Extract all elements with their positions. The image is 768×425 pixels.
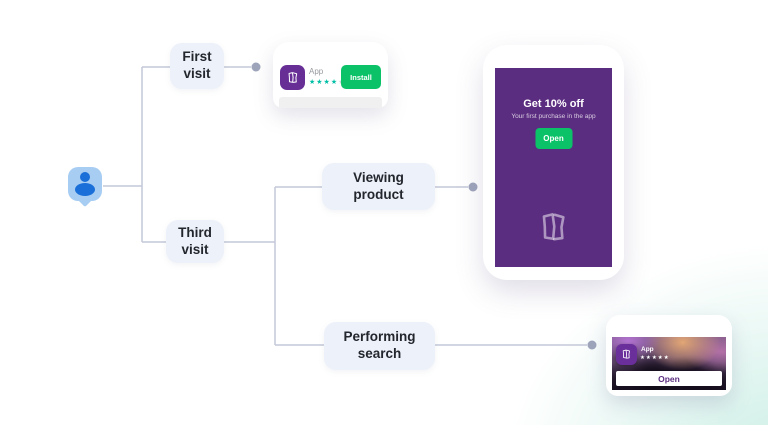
node-performing-search: Performing search bbox=[324, 322, 435, 370]
person-body-icon bbox=[75, 183, 95, 196]
rating-stars: ★★★★★ bbox=[640, 355, 670, 361]
install-banner-card: App ★★★★★ Install bbox=[273, 42, 388, 108]
concert-photo: App ★★★★★ Open bbox=[612, 337, 726, 390]
search-result-phone: App ★★★★★ Open bbox=[606, 315, 732, 396]
banner-content-placeholder bbox=[279, 97, 382, 108]
app-name-label: App bbox=[309, 67, 324, 76]
node-viewing-product: Viewing product bbox=[322, 163, 435, 210]
offer-title: Get 10% off bbox=[523, 98, 584, 110]
stars-active: ★★★★ bbox=[309, 79, 339, 86]
app-icon bbox=[280, 65, 305, 90]
app-name-label: App bbox=[641, 346, 654, 353]
person-head-icon bbox=[80, 172, 90, 182]
app-icon bbox=[616, 344, 637, 365]
offer-screen: Get 10% off Your first purchase in the a… bbox=[495, 68, 612, 267]
rating-stars: ★★★★★ bbox=[309, 78, 345, 86]
tickets-icon bbox=[542, 213, 565, 241]
connector-dot-offer bbox=[468, 182, 478, 192]
user-icon bbox=[68, 167, 102, 208]
node-third-visit: Third visit bbox=[166, 220, 224, 263]
node-first-visit: First visit bbox=[170, 43, 224, 89]
connector-dot-install bbox=[251, 62, 261, 72]
tickets-icon bbox=[622, 349, 630, 359]
connector-dot-search bbox=[587, 340, 597, 350]
tickets-icon bbox=[288, 71, 297, 83]
offer-subtitle: Your first purchase in the app bbox=[511, 113, 596, 120]
open-button[interactable]: Open bbox=[535, 128, 572, 149]
offer-phone: Get 10% off Your first purchase in the a… bbox=[483, 45, 624, 280]
open-button[interactable]: Open bbox=[616, 371, 722, 386]
install-button[interactable]: Install bbox=[341, 65, 381, 89]
